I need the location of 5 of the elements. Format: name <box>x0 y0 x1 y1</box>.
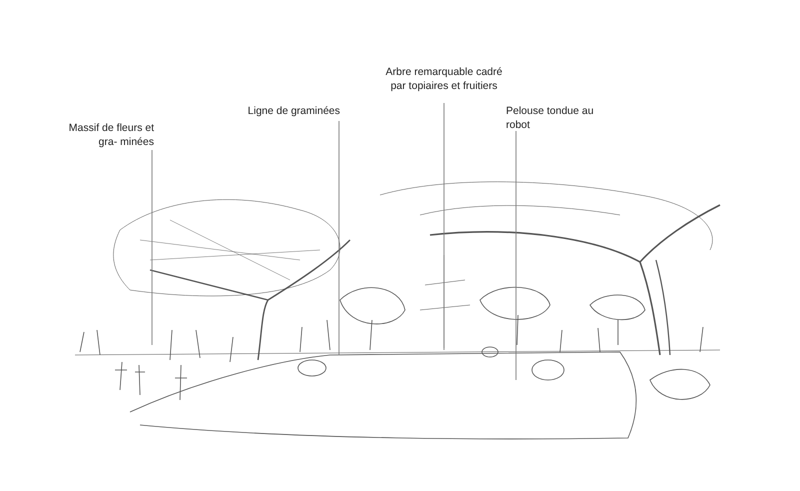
callout-label: Massif de fleurs et gra- minées <box>52 121 154 149</box>
callout-label: Arbre remarquable cadré par topiaires et fruitiers <box>384 65 504 93</box>
callout-label: Pelouse tondue au robot <box>506 104 596 132</box>
callout-label: Ligne de graminées <box>230 104 340 118</box>
leader-line <box>338 120 340 356</box>
